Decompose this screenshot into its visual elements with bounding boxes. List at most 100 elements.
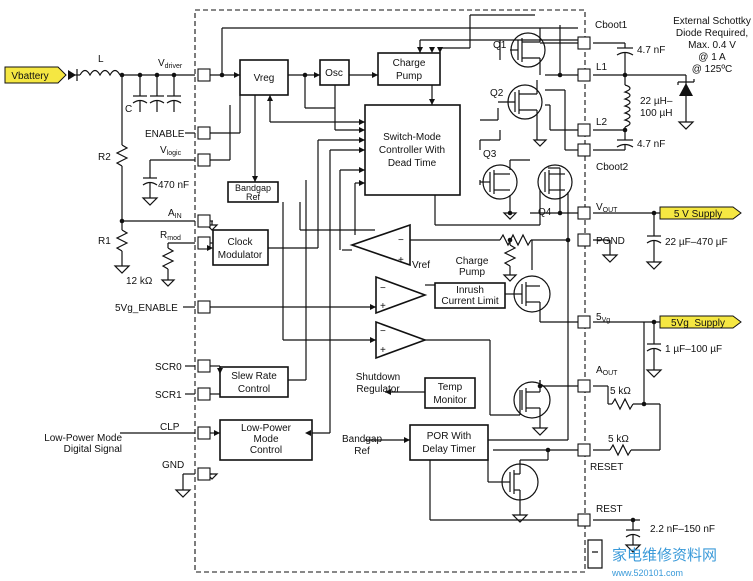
svg-text:−: − <box>380 326 386 337</box>
pin-vlogic <box>197 153 211 167</box>
bandgap-ref-in-label-2: Ref <box>354 446 370 457</box>
pin-gnd-label: GND <box>162 460 184 471</box>
svg-text:External Schottky: External Schottky <box>673 16 751 27</box>
pin-l2 <box>577 123 591 137</box>
pin-cboot1-label: Cboot1 <box>595 20 628 31</box>
cap-rest-label: 2.2 nF–150 nF <box>650 524 715 535</box>
transistor-q2-icon <box>498 80 543 140</box>
low-power-label-3: Control <box>250 445 282 456</box>
pin-scr0-label: SCR0 <box>155 362 182 373</box>
cap-cboot2-label: 4.7 nF <box>637 139 665 150</box>
res-aout-label: 5 kΩ <box>610 386 631 397</box>
slew-rate-label-2: Control <box>238 384 270 395</box>
cap-vout-label: 22 µF–470 µF <box>665 237 728 248</box>
controller-block <box>364 104 461 196</box>
wires <box>68 14 687 545</box>
pin-vlogic-label: Vlogic <box>160 145 182 157</box>
inductor-l-label: L <box>98 54 104 65</box>
bandgap-ref-in-label-1: Bandgap <box>342 434 382 445</box>
low-power-block <box>219 419 313 461</box>
input-diode-icon <box>68 70 76 80</box>
clock-modulator-label-1: Clock <box>227 237 253 248</box>
pin-clp <box>197 426 211 440</box>
inrush-block <box>434 282 506 309</box>
pin-cboot1 <box>577 36 591 50</box>
junction-dots <box>119 72 657 523</box>
svg-text:+: + <box>380 301 386 312</box>
arrow-icons <box>207 47 443 443</box>
pin-scr1 <box>197 387 211 401</box>
pin-aout <box>577 379 591 393</box>
shutdown-regulator-label-1: Shutdown <box>356 372 400 383</box>
temp-monitor-label-1: Temp <box>438 382 463 393</box>
transistor-aout-icon <box>513 380 551 419</box>
bandgap-label-1: Bandgap <box>235 183 271 193</box>
low-power-label-1: Low-Power <box>241 423 292 434</box>
svg-text:−: − <box>380 283 386 294</box>
charge-pump-small-label-2: Pump <box>459 267 486 278</box>
5vg-supply-tag: 5Vg_Supply <box>659 315 742 329</box>
q3-label: Q3 <box>483 149 497 160</box>
svg-text:@ 125ºC: @ 125ºC <box>692 64 733 75</box>
pin-vdriver <box>197 68 211 82</box>
temp-monitor-block <box>424 377 476 409</box>
shutdown-regulator-label-2: Regulator <box>356 384 400 395</box>
osc-block <box>319 59 350 86</box>
inductor-label-2: 100 µH <box>640 108 672 119</box>
bandgap-ref-block <box>227 181 279 203</box>
opamp-5vg: − + <box>375 320 428 360</box>
pin-cboot2-label: Cboot2 <box>596 162 629 173</box>
pin-pgnd-label: PGND <box>596 236 625 247</box>
pin-vdriver-label: Vdriver <box>158 58 183 70</box>
transistor-inrush-icon <box>513 275 551 313</box>
res-reset-label: 5 kΩ <box>608 434 629 445</box>
q4-label: Q4 <box>538 207 552 218</box>
pin-enable <box>197 126 211 140</box>
svg-text:@ 1 A: @ 1 A <box>698 52 726 63</box>
r1-value-label: 12 kΩ <box>126 276 153 287</box>
pin-reset-label: RESET <box>590 462 623 473</box>
pin-aout-label: AOUT <box>596 365 618 377</box>
pin-cboot2 <box>577 143 591 157</box>
transistor-q1-icon <box>510 28 546 75</box>
pin-rmod-label: Rmod <box>160 230 181 242</box>
transistor-reset-icon <box>500 463 539 501</box>
opamp-inrush: − + <box>375 275 428 315</box>
pin-vout-label: VOUT <box>596 202 618 214</box>
pin-5vg-enable-label: 5Vg_ENABLE <box>115 303 178 314</box>
svg-text:Vbattery: Vbattery <box>11 71 48 82</box>
pin-gnd <box>197 467 211 481</box>
bandgap-label-2: Ref <box>246 192 261 202</box>
pin-pgnd <box>577 233 591 247</box>
pin-l1 <box>577 68 591 82</box>
inrush-label-2: Current Limit <box>441 296 498 307</box>
svg-text:−: − <box>398 235 404 246</box>
clock-modulator-label-2: Modulator <box>218 250 263 261</box>
low-power-signal-label-1: Low-Power Mode <box>44 433 122 444</box>
controller-label-3: Dead Time <box>388 158 437 169</box>
external-schottky-note: External Schottky Diode Required, Max. 0… <box>673 16 751 75</box>
low-power-signal-label-2: Digital Signal <box>64 444 122 455</box>
pin-rest <box>577 513 591 527</box>
pin-5vg-label: 5Vg <box>596 312 610 324</box>
pin-l1-label: L1 <box>596 62 608 73</box>
charge-pump-label-2: Pump <box>396 71 423 82</box>
cap-vlogic-label: 470 nF <box>158 180 189 191</box>
svg-text:+: + <box>380 345 386 356</box>
temp-monitor-label-2: Monitor <box>433 395 467 406</box>
schottky-diode-icon <box>677 79 695 96</box>
watermark-logo: 家电维修资料网 www.520101.com <box>587 539 717 578</box>
svg-text:Diode Required,: Diode Required, <box>676 28 748 39</box>
pin-ain <box>197 214 211 228</box>
por-label-1: POR With <box>427 431 471 442</box>
pin-vout <box>577 206 591 220</box>
charge-pump-block <box>377 52 441 86</box>
svg-text:Max. 0.4 V: Max. 0.4 V <box>688 40 736 51</box>
controller-label-1: Switch-Mode <box>383 132 441 143</box>
svg-text:5 V Supply: 5 V Supply <box>674 209 722 220</box>
pin-l2-label: L2 <box>596 117 608 128</box>
svg-text:+: + <box>398 255 404 266</box>
pin-reset <box>577 443 591 457</box>
pin-scr0 <box>197 359 211 373</box>
